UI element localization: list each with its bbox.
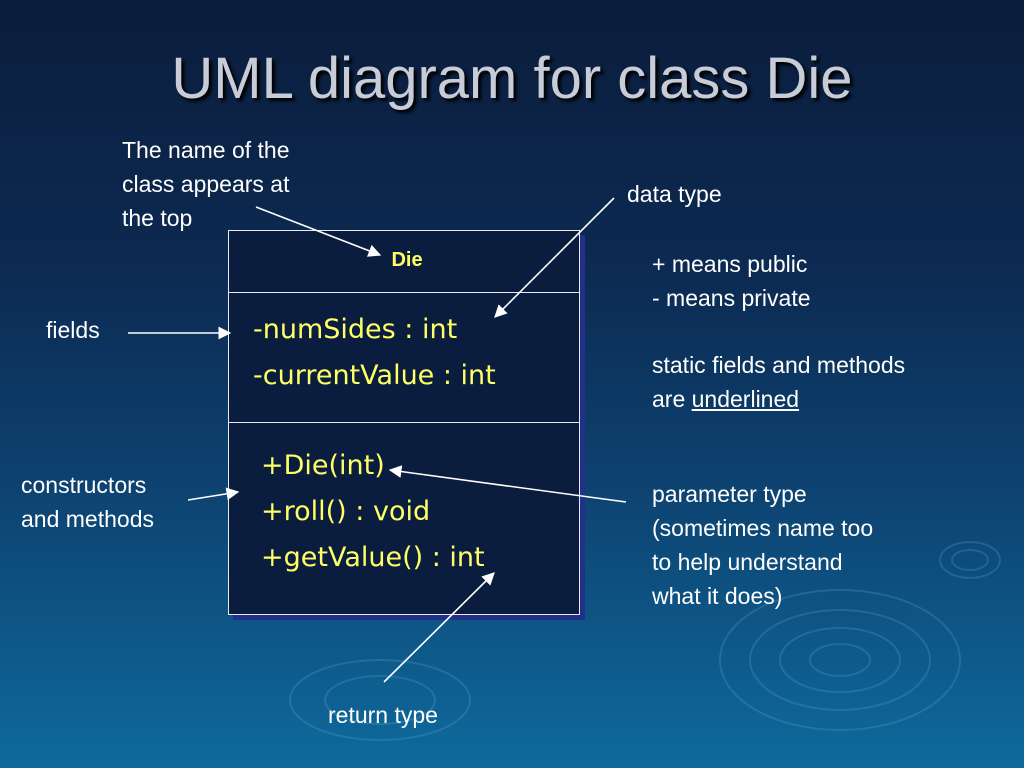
name-fields-divider	[229, 292, 579, 293]
class-name-note-line: The name of the	[122, 137, 290, 163]
underlined-text: underlined	[691, 386, 800, 412]
method-item: +getValue() : int	[261, 542, 485, 573]
parameter-type-note-line: what it does)	[652, 583, 783, 609]
static-are-text: are	[652, 386, 692, 412]
method-item: +Die(int)	[261, 450, 385, 481]
parameter-type-note: parameter type (sometimes name too to he…	[652, 477, 873, 613]
data-type-arrow	[494, 197, 615, 318]
static-note-line: static fields and methods	[652, 352, 906, 378]
class-name-note: The name of the class appears at the top	[122, 133, 290, 235]
method-item: +roll() : void	[261, 496, 431, 527]
fields-note: fields	[46, 317, 100, 343]
visibility-note: + means public - means private	[652, 247, 811, 315]
constructors-arrow	[187, 487, 240, 501]
class-name: Die	[391, 249, 423, 271]
parameter-type-note-line: (sometimes name too	[652, 515, 874, 541]
class-name-note-line: the top	[122, 205, 193, 231]
constructors-note: constructors and methods	[21, 468, 154, 536]
parameter-type-note-line: parameter type	[652, 481, 807, 507]
data-type-note: data type	[627, 181, 722, 207]
visibility-private-line: - means private	[652, 285, 811, 311]
static-note-line-2: are underlined	[652, 382, 905, 416]
class-name-note-line: class appears at	[122, 171, 290, 197]
visibility-public-line: + means public	[652, 251, 808, 277]
constructors-note-line: and methods	[21, 506, 154, 532]
slide-title: UML diagram for class Die	[171, 46, 853, 111]
fields-methods-divider	[229, 422, 579, 423]
methods-compartment: +Die(int) +roll() : void +getValue() : i…	[261, 443, 485, 581]
uml-class-box: Die -numSides : int -currentValue : int …	[228, 230, 580, 615]
field-item: -numSides : int	[253, 314, 458, 345]
fields-compartment: -numSides : int -currentValue : int	[253, 307, 496, 399]
static-note: static fields and methods are underlined	[652, 348, 905, 416]
parameter-type-note-line: to help understand	[652, 549, 843, 575]
constructors-note-line: constructors	[21, 472, 147, 498]
return-type-arrow	[383, 572, 495, 683]
class-name-arrow	[255, 206, 382, 257]
field-item: -currentValue : int	[253, 360, 496, 391]
parameter-type-arrow	[388, 465, 627, 503]
return-type-note: return type	[328, 702, 438, 728]
